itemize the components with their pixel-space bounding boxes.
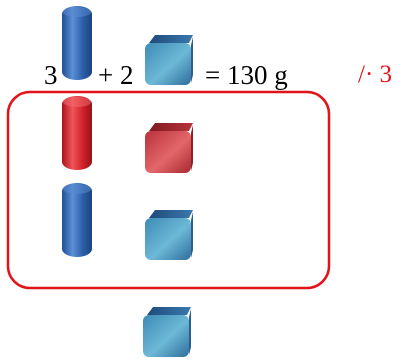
- cylinder-icon: [62, 96, 92, 170]
- cylinder-icon: [62, 183, 92, 257]
- highlight-frame: [6, 90, 331, 290]
- left-coefficient: 3: [44, 60, 58, 90]
- cube-icon: [145, 123, 193, 173]
- plus-coefficient: + 2: [98, 60, 134, 90]
- equation-right-side: = 130 g: [205, 60, 288, 90]
- cube-icon: [143, 307, 191, 357]
- cylinder-icon: [62, 6, 92, 80]
- cube-icon: [145, 35, 193, 85]
- cube-icon: [145, 210, 193, 260]
- operation-label: /· 3: [358, 61, 393, 88]
